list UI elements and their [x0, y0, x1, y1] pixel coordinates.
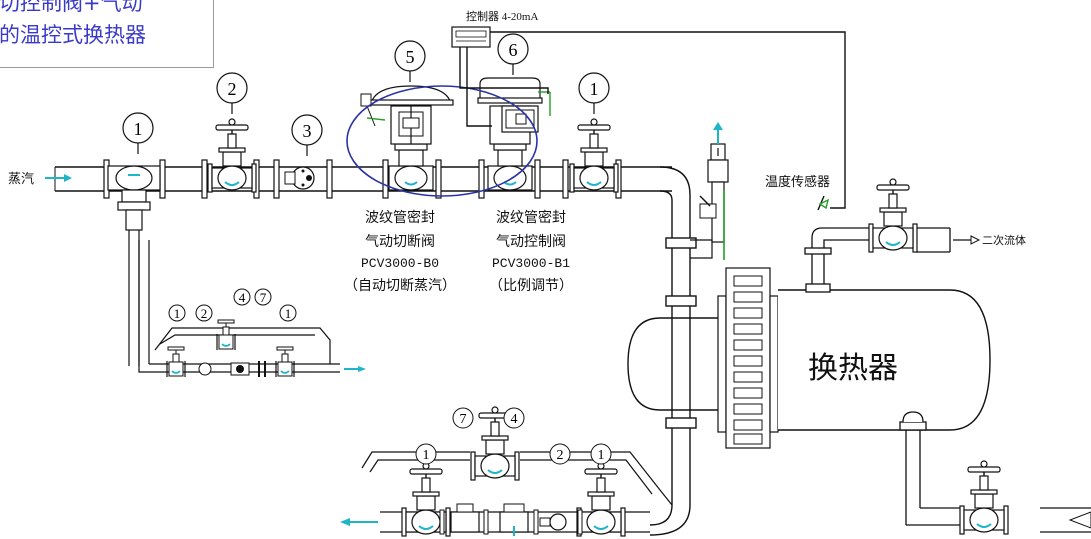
bypass-upper-piping: [138, 240, 340, 373]
svg-text:4: 4: [511, 412, 518, 427]
gate-valve-secondary-in: [959, 460, 1009, 535]
balloon-6: 6: [497, 33, 529, 76]
bypass-upper-outlet-arrow: [344, 366, 366, 372]
diagram-title-box: 切控制阀+气动 的温控式换热器: [0, 0, 214, 68]
svg-text:1: 1: [285, 306, 292, 321]
steam-trap-riser: [690, 122, 729, 260]
temperature-sensor: [817, 195, 830, 211]
bypass-upper-valve-4-top: [216, 319, 236, 351]
title-line-1: 切控制阀+气动: [0, 0, 143, 15]
bypass-lower-valve-1b: [576, 462, 626, 537]
svg-text:4: 4: [239, 290, 246, 305]
svg-text:7: 7: [460, 412, 467, 427]
bypass-lower-strainer-2: [539, 513, 567, 531]
valve-1-main: [107, 165, 161, 366]
controller-box: [451, 26, 491, 48]
svg-text:（比例调节）: （比例调节）: [489, 278, 573, 294]
svg-text:气动切断阀: 气动切断阀: [365, 234, 435, 250]
svg-text:1: 1: [590, 79, 599, 99]
bypass-upper-valve-1a: [166, 346, 186, 378]
temp-sensor-label: 温度传感器: [765, 174, 830, 189]
title-line-2: 的温控式换热器: [0, 23, 146, 47]
pneumatic-shutoff-valve-5: [360, 85, 454, 191]
gate-valve-secondary-out: [868, 178, 918, 253]
signal-wires: [459, 31, 846, 209]
svg-text:PCV3000-B1: PCV3000-B1: [492, 256, 570, 271]
heat-exchanger: [627, 267, 991, 449]
bypass-upper-valve-1b: [275, 346, 295, 378]
bypass-upper-strainer-2: [198, 362, 212, 376]
steam-label: 蒸汽: [8, 171, 34, 186]
gate-valve-1-outlet: [569, 118, 619, 193]
svg-text:6: 6: [509, 40, 518, 60]
secondary-outlet-piping: [804, 227, 951, 293]
svg-text:气动控制阀: 气动控制阀: [496, 234, 566, 250]
bypass-lower-trap-4: [499, 503, 529, 536]
balloon-3-main: 3: [291, 114, 323, 157]
svg-text:5: 5: [406, 47, 415, 67]
svg-text:（自动切断蒸汽）: （自动切断蒸汽）: [344, 278, 456, 294]
svg-text:2: 2: [201, 306, 208, 321]
steam-inlet-arrow: [45, 174, 72, 182]
balloon-5: 5: [394, 40, 426, 83]
svg-text:2: 2: [228, 79, 237, 99]
valve6-description: 波纹管密封 气动控制阀 PCV3000-B1 （比例调节）: [489, 209, 573, 294]
svg-text:PCV3000-B0: PCV3000-B0: [361, 256, 439, 271]
secondary-in-arrow: [1068, 511, 1091, 529]
bypass-lower-outlet-arrow: [340, 518, 378, 526]
bypass-lower-flanges: [439, 509, 583, 535]
balloon-1-main: 1: [122, 112, 154, 155]
bypass-upper-balloons: 1 2 4 7 1: [168, 288, 297, 322]
bypass-upper-trap-4: [230, 362, 250, 376]
highlight-circle: [346, 85, 538, 197]
secondary-out-arrow: [953, 235, 981, 245]
gate-valve-2: [207, 118, 257, 193]
balloon-1-outlet: 1: [578, 72, 610, 115]
bypass-lower-valve-7: [450, 503, 480, 533]
svg-text:1: 1: [598, 448, 605, 463]
svg-text:7: 7: [260, 290, 267, 305]
strainer-3: [284, 166, 315, 190]
secondary-fluid-label: 二次流体: [982, 233, 1026, 247]
svg-text:1: 1: [134, 119, 143, 139]
svg-text:1: 1: [423, 448, 430, 463]
svg-text:3: 3: [303, 121, 312, 141]
svg-text:1: 1: [174, 306, 181, 321]
bypass-lower-balloons: 1 7 4 2 1: [415, 407, 612, 465]
svg-text:波纹管密封: 波纹管密封: [365, 209, 435, 226]
svg-text:2: 2: [557, 448, 564, 463]
balloon-2-main: 2: [216, 72, 248, 115]
secondary-inlet-piping: [899, 411, 1091, 533]
bypass-upper-check-7: [258, 361, 266, 377]
svg-text:波纹管密封: 波纹管密封: [496, 209, 566, 226]
exchanger-label: 换热器: [808, 352, 898, 385]
valve5-description: 波纹管密封 气动切断阀 PCV3000-B0 （自动切断蒸汽）: [344, 209, 456, 294]
controller-label: 控制器 4-20mA: [466, 9, 538, 23]
steam-elbow: [649, 166, 697, 536]
